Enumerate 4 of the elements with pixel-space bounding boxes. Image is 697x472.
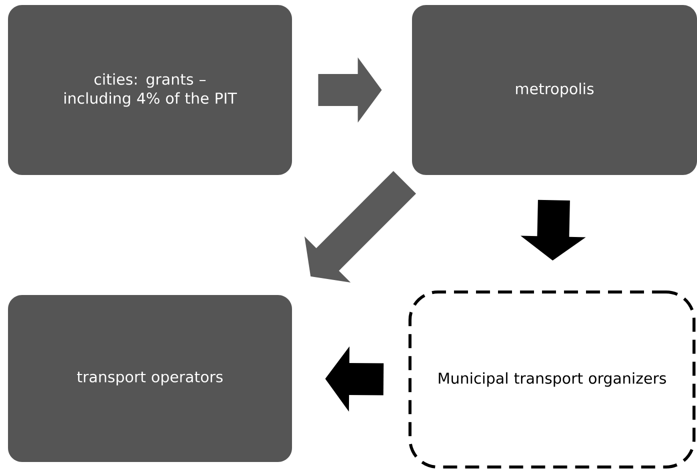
process-box: cities: grants – including 4% of the PIT bbox=[8, 5, 292, 175]
process-box: metropolis bbox=[412, 5, 697, 175]
process-box: transport operators bbox=[8, 295, 292, 462]
dashed-box: Municipal transport organizers bbox=[408, 290, 696, 468]
